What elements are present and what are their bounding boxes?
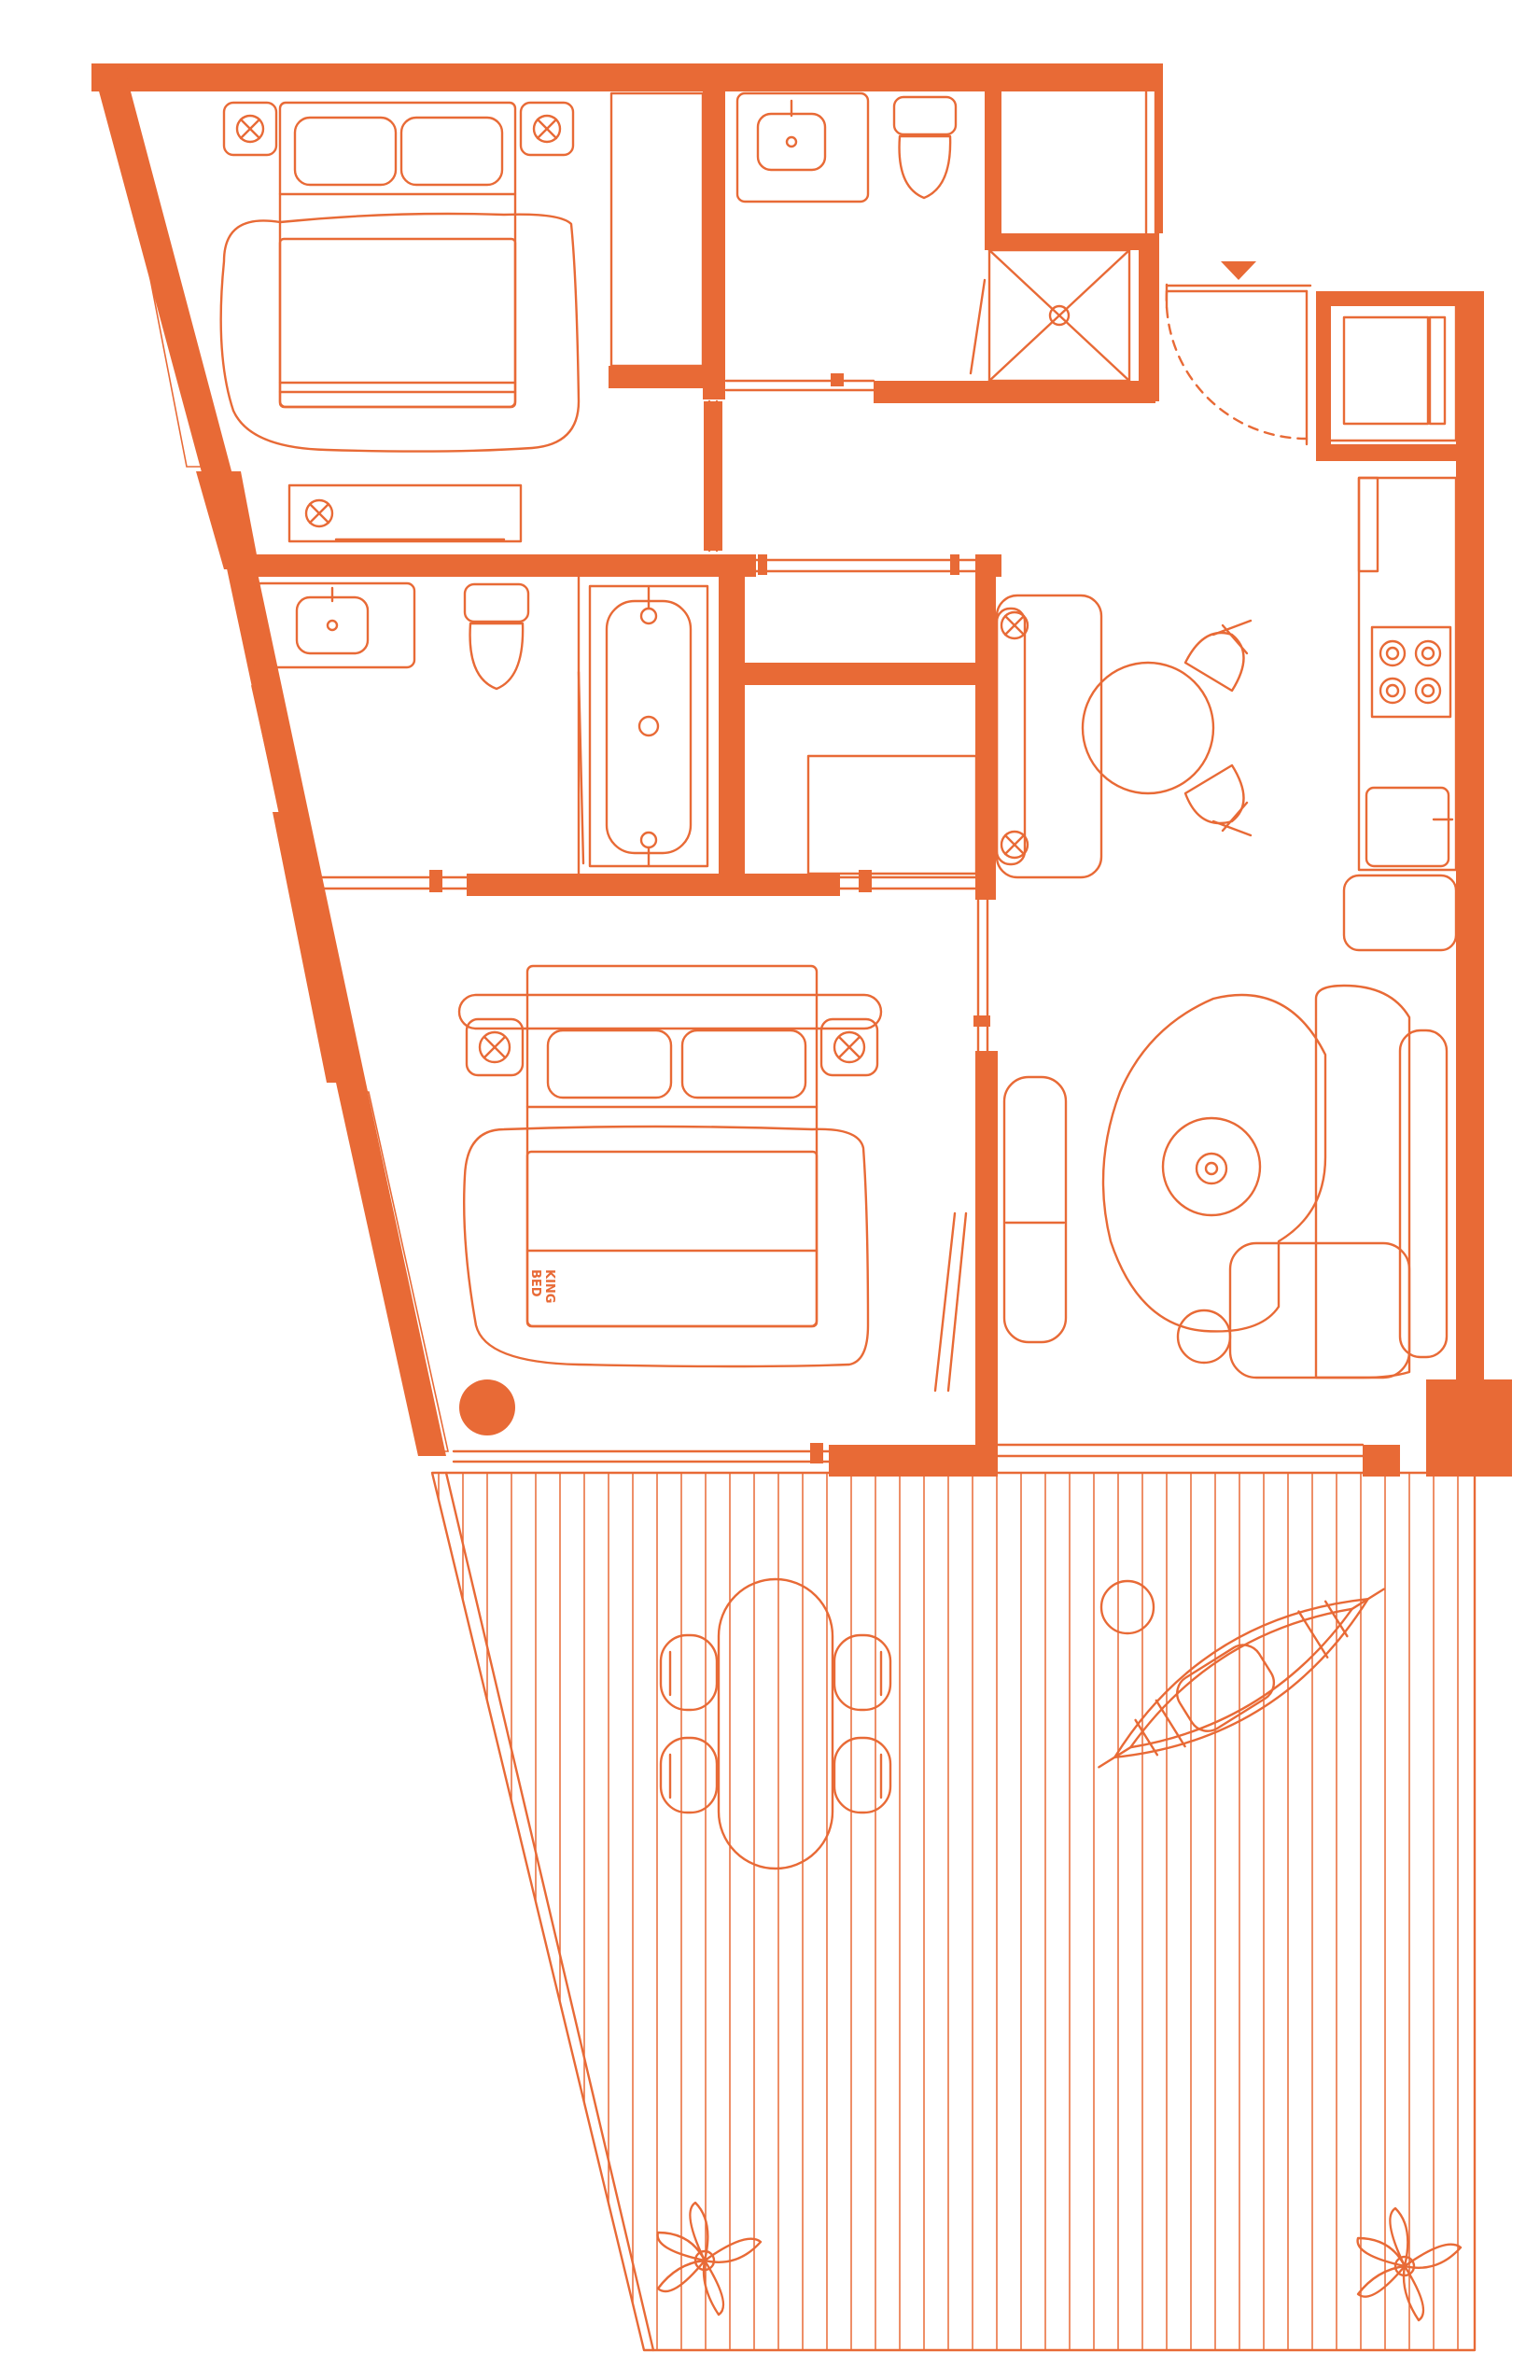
bed-label: KING	[542, 1269, 556, 1303]
rug	[219, 212, 581, 453]
toilet-icon	[463, 582, 530, 691]
sink-icon	[1365, 786, 1454, 868]
basin-icon	[295, 586, 370, 655]
bathroom-2	[252, 575, 709, 875]
wardrobe	[609, 91, 705, 368]
bedroom-2: KING BED	[457, 964, 883, 1435]
plant-icon	[656, 2201, 763, 2317]
shower-icon	[987, 248, 1131, 383]
deck	[430, 1471, 1477, 2352]
bed-label: BED	[528, 1269, 542, 1297]
bathtub-icon	[588, 584, 709, 868]
walls	[91, 63, 1512, 1477]
dining-table-icon	[659, 1577, 892, 1870]
bedroom-1	[219, 91, 705, 543]
bed-icon	[278, 101, 517, 409]
living-rug	[1101, 993, 1327, 1333]
laundry	[806, 754, 978, 875]
toilet-icon	[892, 95, 958, 200]
plant-icon	[1356, 2206, 1463, 2322]
entry-arrow-icon	[1221, 261, 1256, 280]
deck-boards	[438, 1473, 1459, 2350]
dining-table-icon	[1081, 619, 1253, 837]
ensuite	[735, 91, 1131, 383]
rug	[463, 1125, 870, 1368]
hammock-icon	[1098, 1588, 1385, 1769]
deck-furniture	[656, 1577, 1463, 2322]
plant-pot	[459, 1379, 515, 1435]
sofa-icon	[1228, 984, 1449, 1379]
doors-sliders	[315, 90, 1365, 1463]
cooktop-icon	[1370, 625, 1452, 719]
living-kitchen	[995, 299, 1458, 1379]
bed-icon: KING BED	[525, 964, 819, 1328]
kitchen-bench	[1357, 476, 1458, 872]
fridge	[1323, 299, 1458, 442]
dresser	[287, 483, 523, 543]
basin-icon	[756, 99, 827, 172]
bedside-lamp-icon	[222, 101, 575, 157]
bedside-lamp-icon	[465, 1017, 879, 1077]
